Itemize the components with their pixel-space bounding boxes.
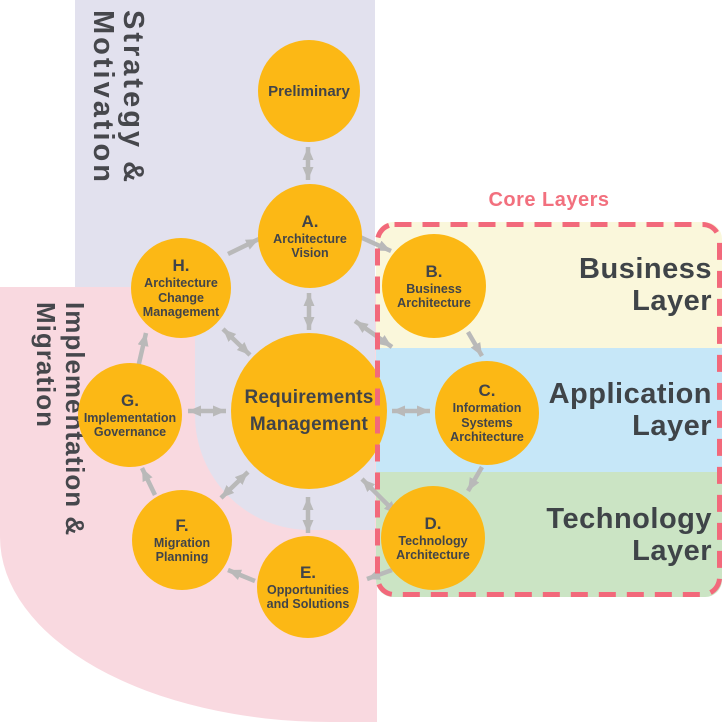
phase-text-line: Architecture [397,296,471,310]
phase-text-line: Technology [398,533,468,548]
phase-text-line: Opportunities [267,582,349,597]
phase-text-line: E. [299,562,317,582]
phase-text-line: Migration [153,535,211,550]
phase-text-line: Architecture [273,231,347,246]
core-layers-title: Core Layers [488,189,610,211]
phase-text-line: H. [172,256,190,276]
phase-circle-preliminary: Preliminary [258,40,360,142]
phase-text-line: B. [425,261,443,281]
phase-text-line: A. [301,211,319,231]
phase-text-line: Vision [291,246,329,260]
phase-text-line: D. [424,513,442,533]
phase-text-line: Architecture [396,548,470,562]
phase-text-line: Governance [93,425,167,439]
phase-text-line: Architecture [144,276,218,291]
phase-text-line: Management [142,305,220,320]
phase-text-line: Architecture [450,430,524,445]
phase-text-line: C. [478,381,496,401]
phase-text-line: F. [175,515,189,535]
phase-text-line: Implementation [83,410,177,425]
phase-text-line: Requirements [244,387,374,408]
phase-text-line: Management [249,414,369,435]
phase-text-line: Planning [155,550,209,564]
phase-text-line: Business [406,281,462,296]
phase-text-line: Preliminary [268,82,350,100]
phase-text-line: and Solutions [266,597,350,611]
phase-text-line: Systems [461,415,513,430]
phase-text-line: Change [158,290,204,305]
phase-text-line: Information [452,401,522,416]
phase-text-line: G. [121,390,139,410]
